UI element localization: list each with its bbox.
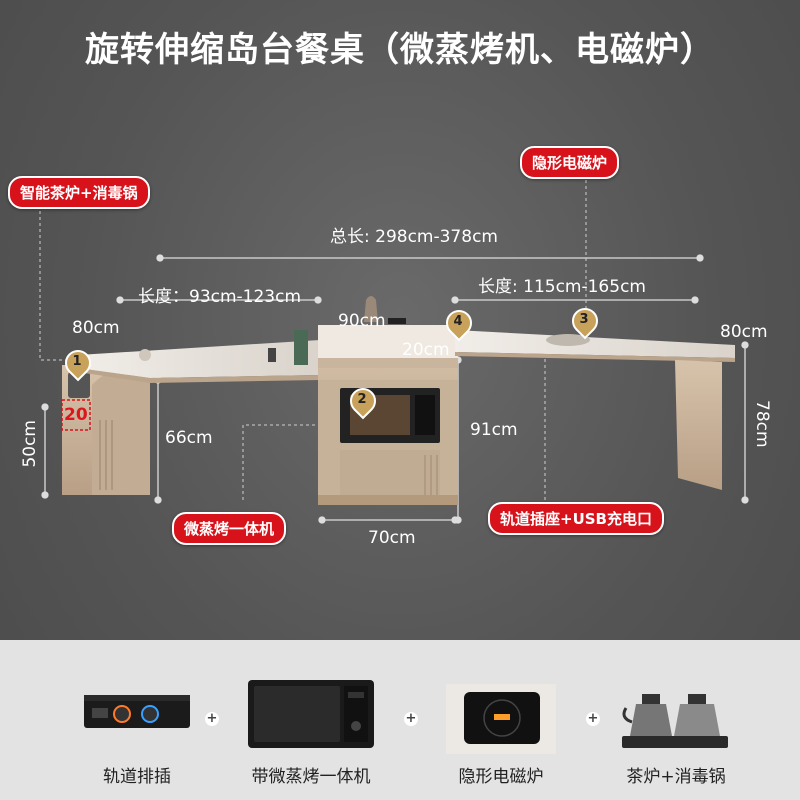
page-title: 旋转伸缩岛台餐桌（微蒸烤机、电磁炉） xyxy=(85,30,715,70)
plus-icon: + xyxy=(404,711,418,726)
socket-strip-icon xyxy=(84,695,190,728)
induction-tag: 隐形电磁炉 xyxy=(520,146,620,179)
left-depth-label: 80cm xyxy=(72,318,120,338)
center-depth-label: 70cm xyxy=(368,528,416,548)
socket-tag: 轨道插座+USB充电口 xyxy=(488,502,664,535)
center-height-label: 91cm xyxy=(470,420,518,440)
left-height-label: 50cm xyxy=(20,420,40,468)
right-leg xyxy=(675,360,722,490)
counter-height-label: 66cm xyxy=(165,428,213,448)
plus-icon: + xyxy=(586,711,600,726)
right-depth-label: 80cm xyxy=(720,322,768,342)
left-cabinet xyxy=(61,365,150,495)
total-length-label: 总长: 298cm-378cm xyxy=(330,227,498,247)
right-length-label: 长度: 115cm-165cm xyxy=(478,277,646,297)
center-width-label: 90cm xyxy=(338,311,386,331)
product-label-kettle: 茶炉+消毒锅 xyxy=(626,767,726,787)
left-countertop xyxy=(78,340,320,378)
center-offset-label: 20cm xyxy=(402,340,450,360)
cutout-label: 20 xyxy=(64,405,88,425)
microwave-icon xyxy=(248,680,374,748)
steam-oven-tag: 微蒸烤一体机 xyxy=(172,512,287,545)
kettle-icon xyxy=(622,694,728,748)
product-label-oven: 带微蒸烤一体机 xyxy=(251,767,371,787)
right-height-label: 78cm xyxy=(752,400,772,448)
right-countertop xyxy=(455,330,735,358)
island-table-illustration xyxy=(39,180,749,524)
plus-icon: + xyxy=(205,711,219,726)
induction-cooker-icon xyxy=(446,684,556,754)
tea-stove-tag: 智能茶炉+消毒锅 xyxy=(8,176,150,209)
left-length-label: 长度：93cm-123cm xyxy=(138,287,302,307)
product-label-socket: 轨道排插 xyxy=(103,767,171,787)
product-label-induction: 隐形电磁炉 xyxy=(458,767,544,787)
